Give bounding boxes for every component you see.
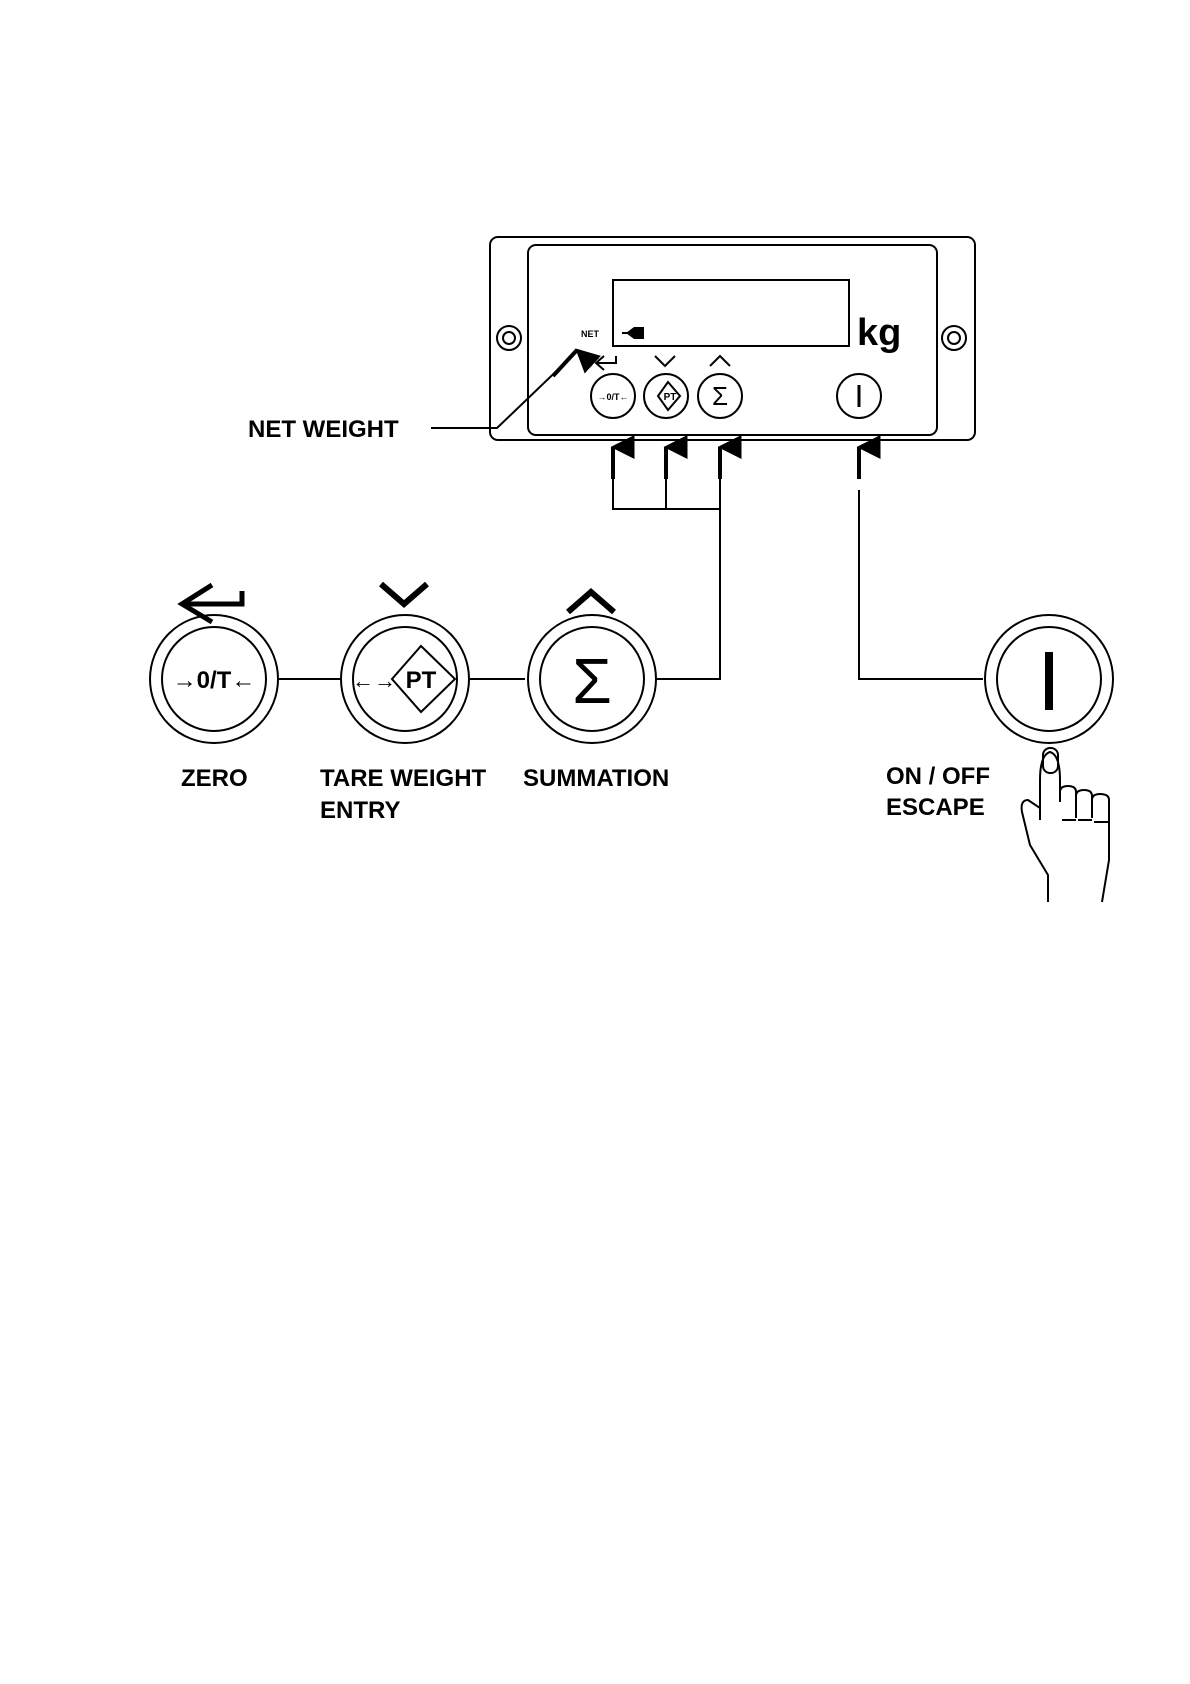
panel-tare-key-symbol: PT	[664, 392, 677, 403]
weight-display	[613, 280, 849, 346]
panel-summation-key-symbol: Σ	[712, 381, 728, 411]
power-label-line2: ESCAPE	[886, 794, 985, 821]
summation-chevron-up-icon	[568, 592, 614, 612]
tare-key-symbol: PT	[406, 667, 437, 694]
panel-outer-frame	[490, 237, 975, 440]
tare-key[interactable]: ←→ PT	[341, 615, 469, 743]
net-indicator-arrow-icon	[622, 327, 644, 339]
summation-key-symbol: Σ	[572, 645, 612, 717]
zero-enter-arrow-icon	[182, 585, 242, 622]
net-weight-leader-line	[431, 360, 568, 428]
tare-chevron-down-icon	[381, 584, 427, 604]
summation-key[interactable]: Σ	[528, 615, 656, 743]
panel-tare-key[interactable]: PT	[644, 374, 688, 418]
power-symbol-icon	[1045, 652, 1053, 710]
panel-zero-key-symbol: →0/T←	[597, 392, 628, 402]
panel-enter-arrow-icon	[596, 356, 616, 370]
summation-label: SUMMATION	[523, 765, 669, 792]
tare-key-arrows: ←→	[352, 668, 396, 693]
panel-summation-key[interactable]: Σ	[698, 374, 742, 418]
pointing-hand-icon	[1022, 748, 1109, 902]
tare-label-line1: TARE WEIGHT	[320, 765, 487, 792]
left-screw-icon	[497, 326, 521, 350]
zero-key-symbol: →0/T←	[173, 667, 256, 694]
power-label-line1: ON / OFF	[886, 763, 990, 790]
power-key[interactable]	[985, 615, 1113, 743]
panel-zero-key[interactable]: →0/T←	[591, 374, 635, 418]
zero-label: ZERO	[181, 765, 248, 792]
panel-chevron-up-icon	[710, 356, 730, 366]
panel-chevron-down-icon	[655, 356, 675, 366]
tare-label-line2: ENTRY	[320, 797, 400, 824]
net-indicator-text: NET	[581, 329, 600, 339]
indicator-panel: NET kg →0/T← PT Σ	[490, 237, 975, 440]
panel-power-key[interactable]	[837, 374, 881, 418]
zero-key[interactable]: →0/T←	[150, 615, 278, 743]
unit-label: kg	[857, 312, 901, 354]
right-screw-icon	[942, 326, 966, 350]
net-weight-callout: NET WEIGHT	[248, 416, 399, 443]
